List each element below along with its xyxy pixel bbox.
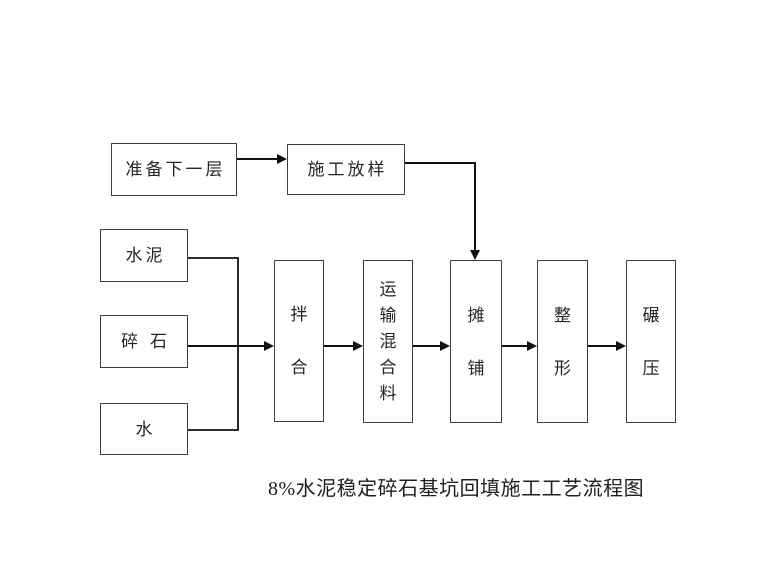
node-shaping: 整形 (537, 260, 588, 423)
connector-transport-to-paving (413, 345, 440, 347)
node-prepare-next-layer: 准备下一层 (111, 143, 237, 196)
node-label-char: 摊 (467, 305, 485, 325)
node-label-char: 碎 (121, 332, 138, 351)
node-rolling: 碾压 (626, 260, 676, 423)
arrowhead-down-icon (470, 250, 480, 260)
connector-cement-to-collector (188, 257, 239, 259)
node-cement: 水泥 (100, 229, 188, 282)
arrowhead-right-icon (440, 341, 450, 351)
node-label-char: 合 (379, 358, 397, 377)
connector-stone-to-mixing (188, 345, 264, 347)
node-mixing: 拌合 (274, 260, 324, 422)
node-label-char: 压 (642, 358, 660, 378)
node-label-char: 碾 (642, 305, 660, 325)
node-construction-layout: 施工放样 (287, 144, 405, 195)
arrowhead-right-icon (264, 341, 274, 351)
connector-paving-to-shaping (502, 345, 527, 347)
node-label-char: 整 (554, 305, 571, 325)
connector-water-to-collector (188, 429, 239, 431)
node-label-char: 铺 (467, 358, 485, 378)
node-label-char: 混 (379, 332, 397, 351)
connector-shaping-to-rolling (588, 345, 616, 347)
connector-mixing-to-transport (324, 345, 353, 347)
arrowhead-right-icon (616, 341, 626, 351)
node-label-char: 运 (379, 280, 397, 299)
arrowhead-right-icon (277, 154, 287, 164)
node-crushed-stone: 碎石 (100, 315, 188, 368)
arrowhead-right-icon (353, 341, 363, 351)
node-label-char: 石 (150, 332, 167, 351)
node-transport-mixture: 运输混合料 (363, 260, 413, 423)
connector-layout-to-paving-horizontal (405, 162, 476, 164)
node-label-char: 形 (554, 358, 571, 378)
node-label-char: 合 (290, 358, 308, 377)
diagram-caption: 8%水泥稳定碎石基坑回填施工工艺流程图 (268, 478, 645, 500)
arrowhead-right-icon (527, 341, 537, 351)
node-water: 水 (100, 403, 188, 455)
connector-layout-to-paving-vertical (474, 162, 476, 250)
node-label-char: 拌 (290, 305, 308, 324)
node-label-char: 输 (379, 306, 397, 325)
connector-prepare-to-layout (237, 158, 278, 160)
node-label-char: 料 (379, 384, 397, 403)
collector-vertical-line (237, 257, 239, 431)
node-paving: 摊铺 (450, 260, 502, 423)
